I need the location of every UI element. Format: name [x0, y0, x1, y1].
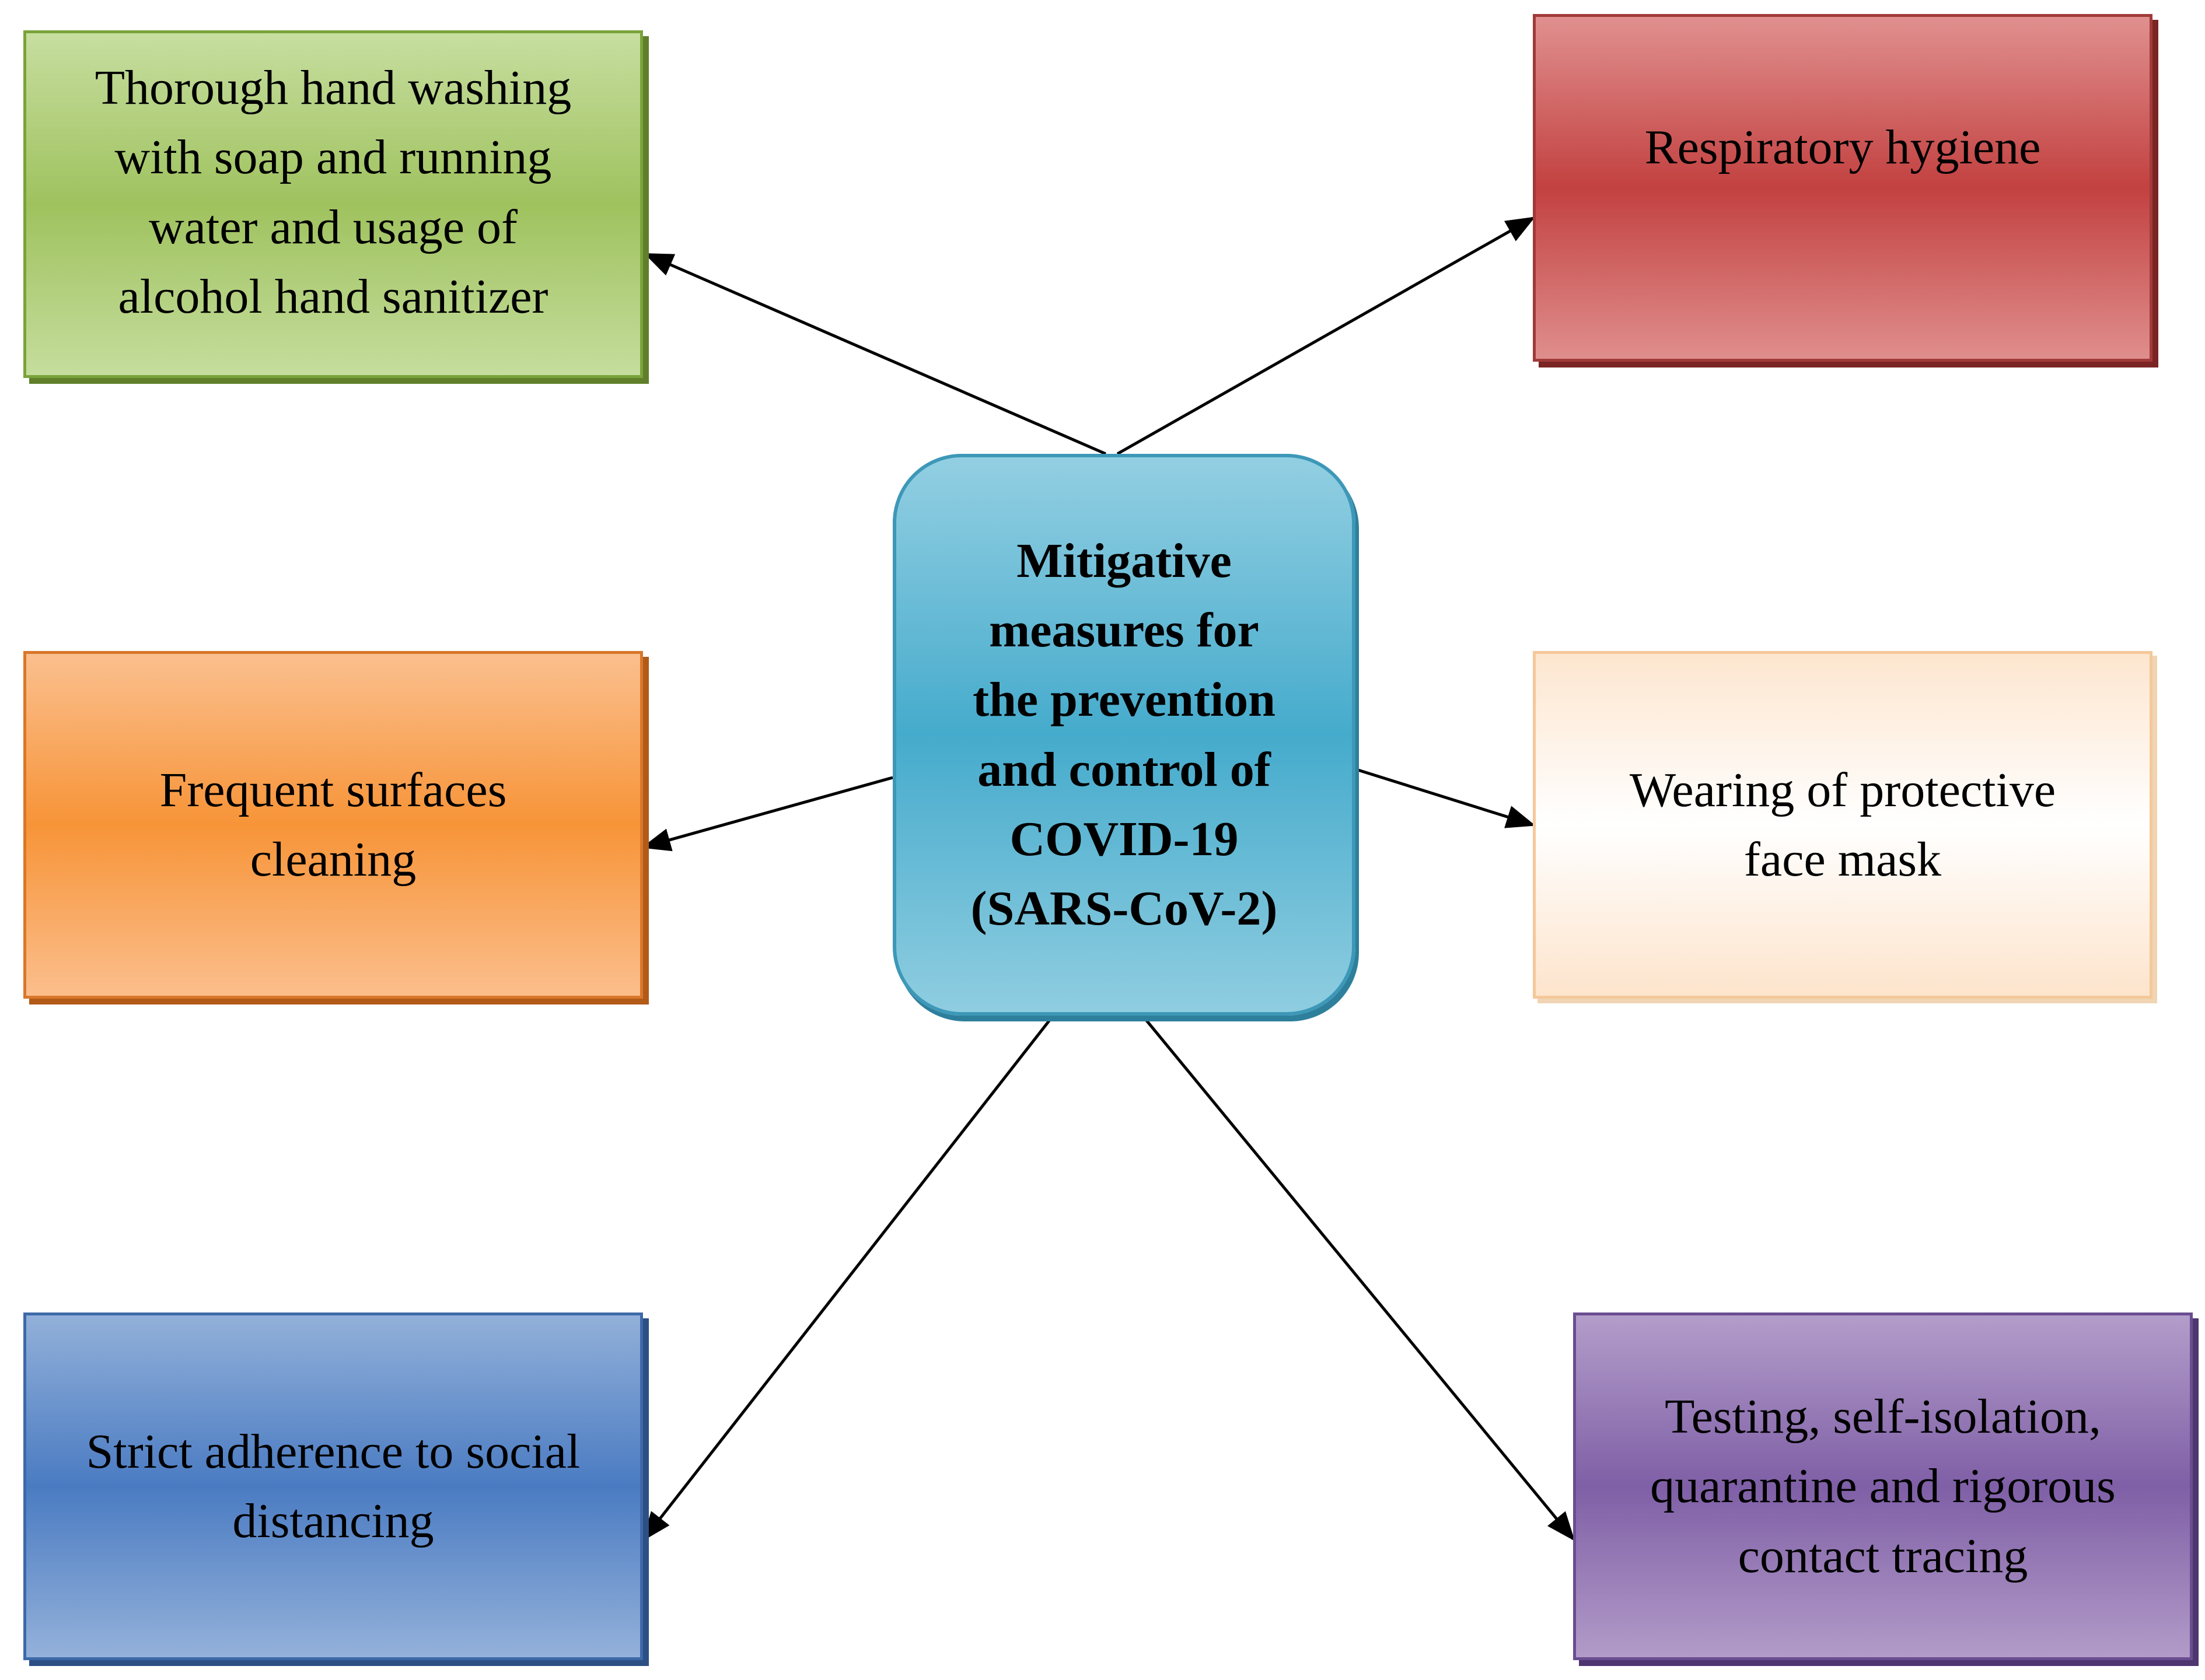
testing-tracing-text: Testing, self-isolation, quarantine and … [1650, 1382, 2116, 1591]
hand-washing-line: with soap and running [114, 130, 552, 185]
surfaces-cleaning-text: Frequent surfaces cleaning [160, 755, 507, 895]
face-mask-text: Wearing of protective face mask [1630, 755, 2056, 895]
arrow-to-face-mask [1354, 767, 1536, 828]
hand-washing-line: Thorough hand washing [95, 61, 572, 115]
box-social-distancing: Strict adherence to social distancing [23, 1312, 643, 1660]
social-distancing-line: distancing [232, 1494, 434, 1548]
central-topic-node: Mitigative measures for the prevention a… [893, 454, 1355, 1016]
arrow-to-respiratory-hygiene [1116, 216, 1536, 456]
box-surfaces-cleaning: Frequent surfaces cleaning [23, 651, 643, 999]
surfaces-cleaning-line: cleaning [250, 832, 417, 887]
surfaces-cleaning-line: Frequent surfaces [159, 762, 507, 817]
central-topic-line: (SARS-CoV-2) [970, 881, 1278, 936]
central-topic-line: measures for [989, 603, 1259, 657]
face-mask-line: face mask [1743, 832, 1942, 887]
arrow-to-testing [1141, 1014, 1575, 1541]
arrow-to-surfaces-cleaning [641, 776, 893, 852]
social-distancing-text: Strict adherence to social distancing [86, 1417, 581, 1556]
central-topic-line: Mitigative [1016, 533, 1232, 588]
box-respiratory-hygiene: Respiratory hygiene [1533, 14, 2152, 362]
arrow-to-social-distancing [642, 1014, 1054, 1541]
box-face-mask: Wearing of protective face mask [1533, 651, 2152, 999]
hand-washing-line: alcohol hand sanitizer [118, 269, 548, 324]
central-topic-line: COVID-19 [1009, 811, 1239, 866]
respiratory-hygiene-text: Respiratory hygiene [1645, 113, 2041, 182]
box-hand-washing: Thorough hand washing with soap and runn… [23, 30, 643, 378]
central-topic-line: and control of [977, 742, 1271, 797]
respiratory-hygiene-line: Respiratory hygiene [1644, 120, 2041, 174]
testing-tracing-line: contact tracing [1738, 1528, 2028, 1583]
testing-tracing-line: quarantine and rigorous [1650, 1459, 2116, 1514]
central-topic-text: Mitigative measures for the prevention a… [971, 526, 1278, 944]
central-topic-line: the prevention [973, 673, 1276, 727]
box-testing-tracing: Testing, self-isolation, quarantine and … [1573, 1312, 2193, 1660]
hand-washing-text: Thorough hand washing with soap and runn… [95, 53, 572, 331]
testing-tracing-line: Testing, self-isolation, [1665, 1390, 2101, 1444]
arrow-to-hand-washing [644, 253, 1106, 456]
social-distancing-line: Strict adherence to social [86, 1424, 581, 1479]
hand-washing-line: water and usage of [148, 200, 518, 254]
face-mask-line: Wearing of protective [1629, 762, 2056, 817]
